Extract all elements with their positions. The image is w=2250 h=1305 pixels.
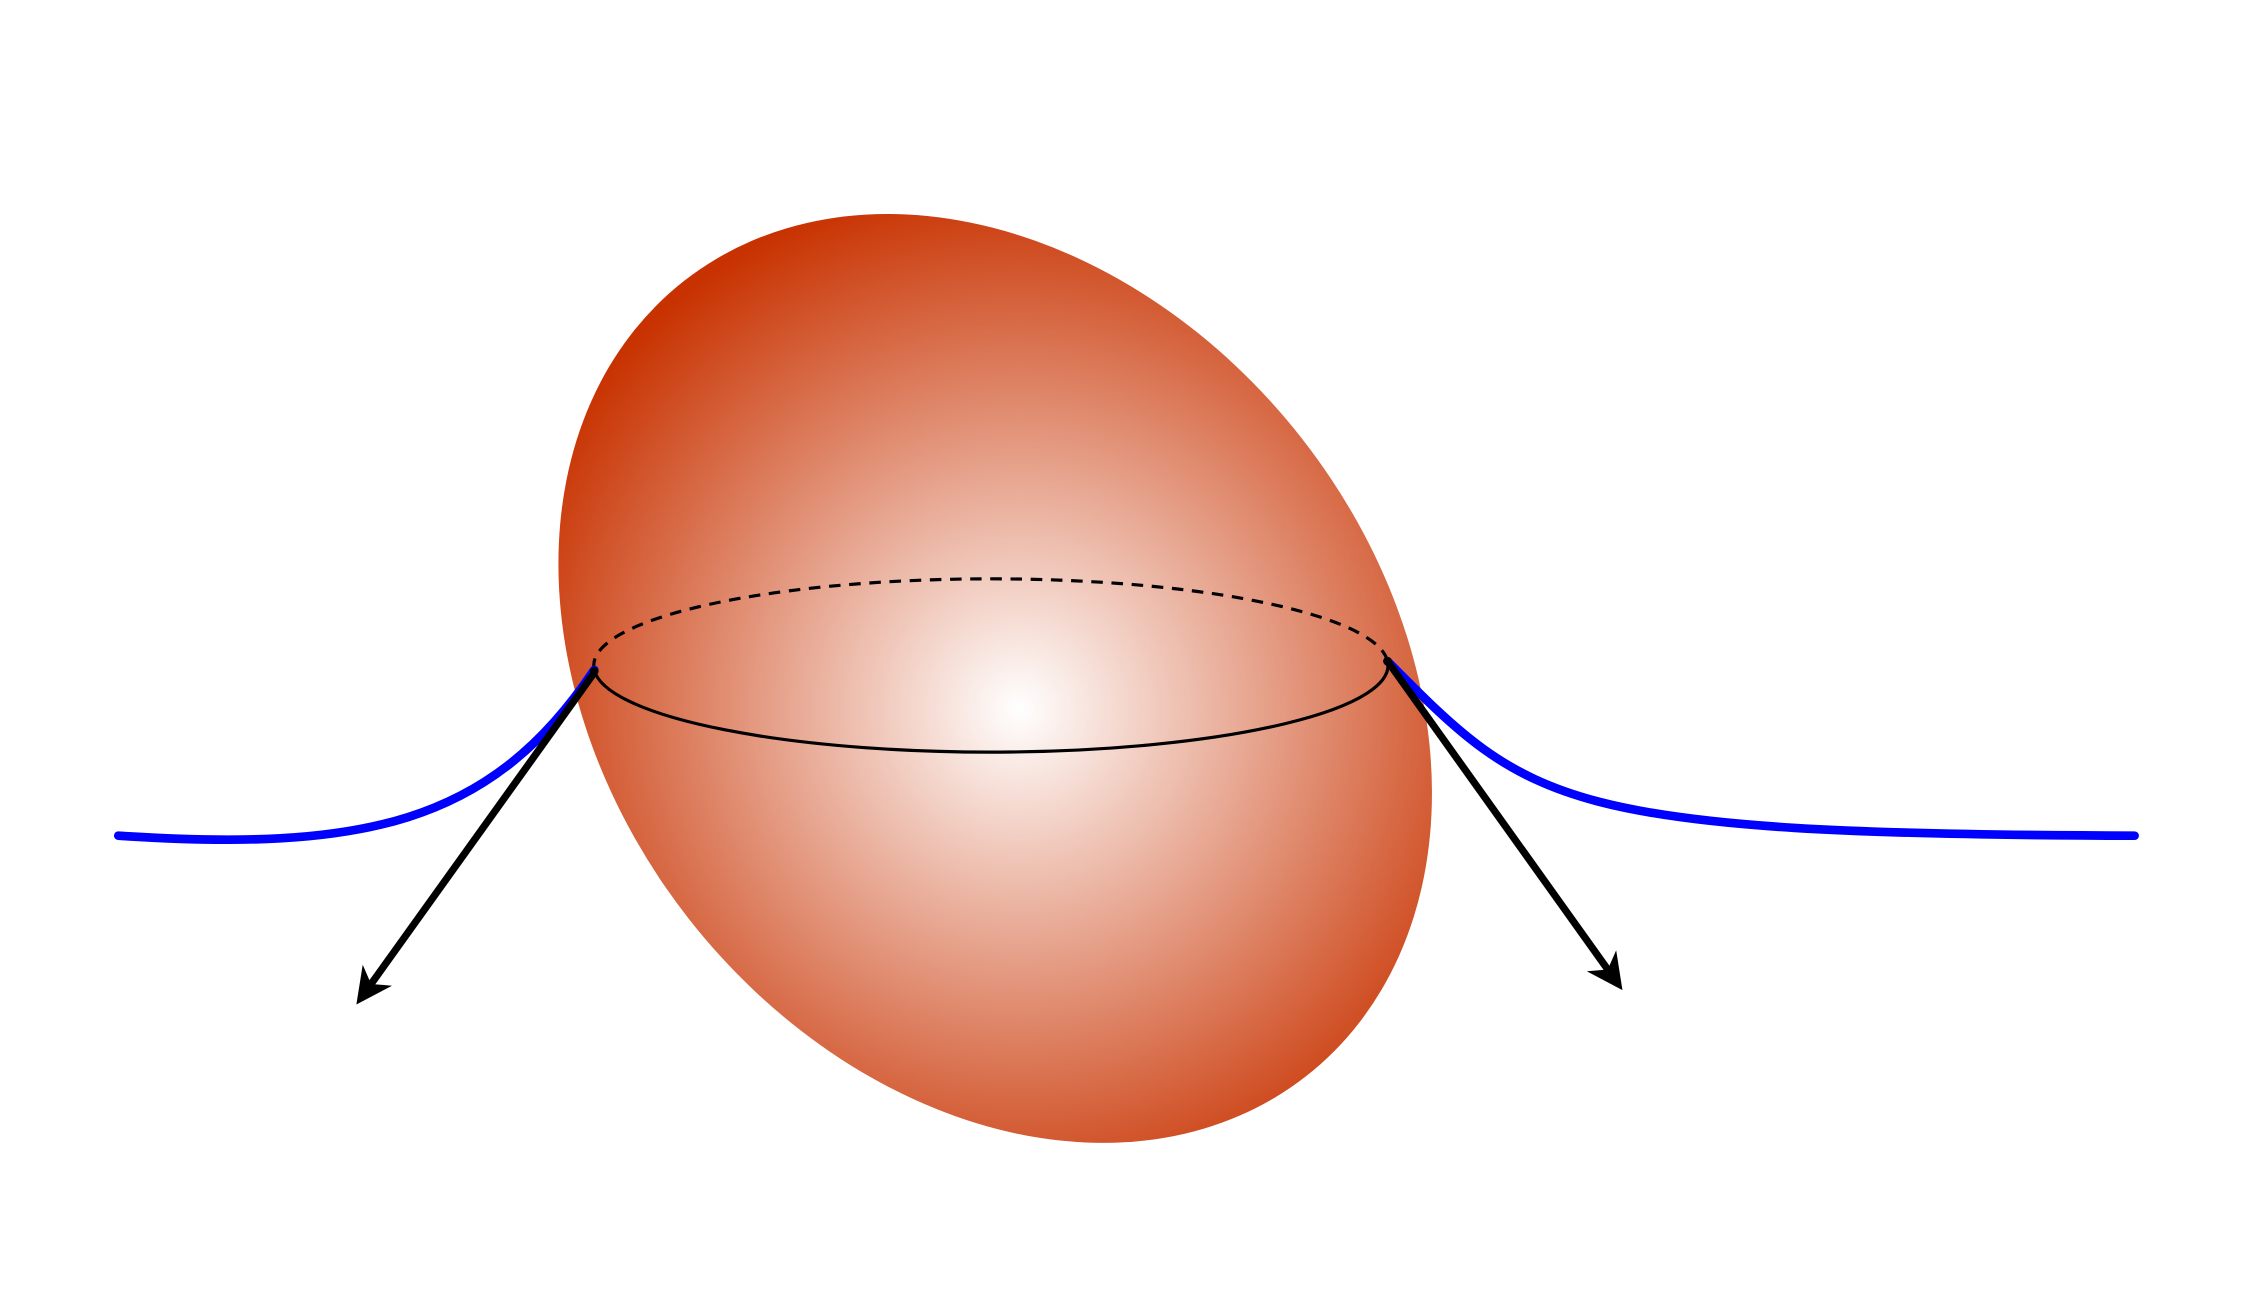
equator-ring-front bbox=[592, 660, 1390, 754]
right-arrow bbox=[1384, 659, 1623, 991]
left-junction-point bbox=[589, 666, 599, 676]
left-arrow bbox=[356, 670, 598, 1005]
right-junction-point bbox=[1383, 656, 1392, 666]
left-blue-curve bbox=[113, 665, 599, 845]
right-blue-curve bbox=[1383, 656, 2139, 840]
ellipsoid-body bbox=[558, 214, 1432, 1143]
equator-ring-back bbox=[592, 577, 1390, 671]
